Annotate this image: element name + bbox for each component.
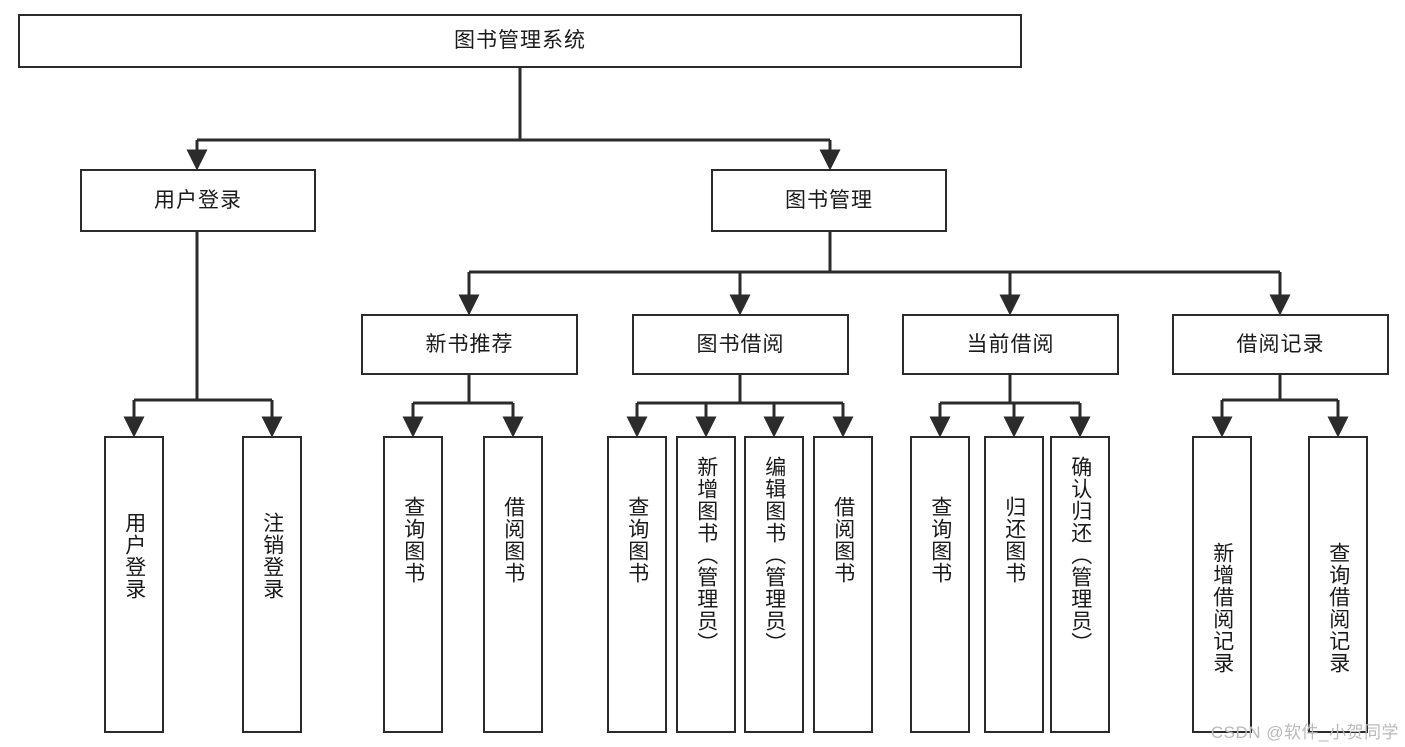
node-label: 图书借阅: [696, 332, 785, 356]
node-system-title[interactable]: 图书管理系统: [18, 14, 1022, 68]
leaf-edit-book[interactable]: 编辑图书（管理员）: [744, 436, 804, 733]
leaf-query-book-3[interactable]: 查询图书: [910, 436, 970, 733]
leaf-add-book[interactable]: 新增图书（管理员）: [676, 436, 736, 733]
node-label: 查询图书: [928, 496, 952, 584]
node-label: 借阅记录: [1236, 332, 1325, 356]
node-label: 查询图书: [401, 496, 425, 584]
node-label: 编辑图书（管理员）: [762, 456, 786, 654]
leaf-query-book-2[interactable]: 查询图书: [607, 436, 667, 733]
node-book-management[interactable]: 图书管理: [711, 169, 947, 232]
node-label: 查询借阅记录: [1326, 542, 1350, 674]
node-label: 借阅图书: [831, 496, 855, 584]
watermark: CSDN @软件_小贺同学: [1210, 723, 1399, 742]
node-label: 新书推荐: [425, 332, 514, 356]
node-label: 新增图书（管理员）: [694, 456, 718, 654]
node-label: 图书管理: [785, 188, 873, 212]
node-borrow-record[interactable]: 借阅记录: [1172, 314, 1389, 375]
leaf-query-book-1[interactable]: 查询图书: [383, 436, 443, 733]
node-label: 查询图书: [625, 496, 649, 584]
leaf-borrow-book-2[interactable]: 借阅图书: [813, 436, 873, 733]
node-label: 用户登录: [154, 188, 242, 212]
leaf-add-record[interactable]: 新增借阅记录: [1192, 436, 1252, 733]
node-label: 当前借阅: [966, 332, 1055, 356]
leaf-confirm-return[interactable]: 确认归还（管理员）: [1050, 436, 1110, 733]
leaf-user-login[interactable]: 用户登录: [104, 436, 164, 733]
node-label: 新增借阅记录: [1210, 542, 1234, 674]
node-label: 归还图书: [1002, 496, 1026, 584]
node-label: 确认归还（管理员）: [1068, 456, 1092, 654]
leaf-query-record[interactable]: 查询借阅记录: [1308, 436, 1368, 733]
node-current-borrow[interactable]: 当前借阅: [902, 314, 1119, 375]
node-user-login[interactable]: 用户登录: [80, 169, 316, 232]
leaf-borrow-book-1[interactable]: 借阅图书: [483, 436, 543, 733]
node-new-book-recommend[interactable]: 新书推荐: [361, 314, 578, 375]
node-label: 借阅图书: [501, 496, 525, 584]
leaf-return-book[interactable]: 归还图书: [984, 436, 1044, 733]
node-label: 图书管理系统: [454, 29, 586, 53]
node-label: 注销登录: [260, 512, 284, 600]
node-book-borrow[interactable]: 图书借阅: [632, 314, 849, 375]
leaf-logout-login[interactable]: 注销登录: [242, 436, 302, 733]
node-label: 用户登录: [122, 512, 146, 600]
